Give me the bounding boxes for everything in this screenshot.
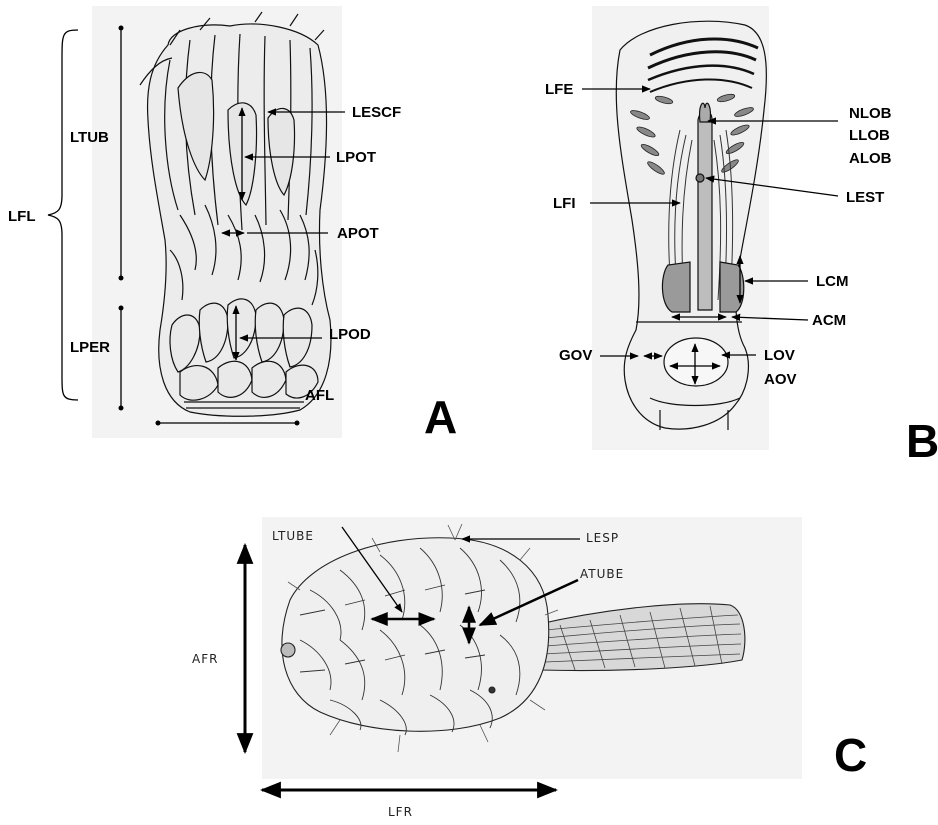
- label-lfr: LFR: [388, 806, 413, 818]
- label-ltub: LTUB: [70, 130, 109, 145]
- label-apot: APOT: [337, 226, 379, 241]
- label-lest: LEST: [846, 190, 884, 205]
- label-afl: AFL: [305, 388, 334, 403]
- stigma-lobes: [700, 103, 711, 122]
- label-lfe: LFE: [545, 82, 573, 97]
- label-acm: ACM: [812, 313, 846, 328]
- label-aov: AOV: [764, 372, 797, 387]
- panel-letter-b: B: [906, 418, 938, 464]
- label-lescf: LESCF: [352, 105, 401, 120]
- label-gov: GOV: [559, 348, 592, 363]
- panel-letter-c: C: [834, 732, 867, 778]
- label-lper: LPER: [70, 340, 110, 355]
- floral-remnant: [535, 604, 745, 671]
- section-drawing: [616, 21, 766, 430]
- label-alob: ALOB: [849, 151, 892, 166]
- label-lpot: LPOT: [336, 150, 376, 165]
- label-atube: ATUBE: [580, 568, 624, 580]
- label-llob: LLOB: [849, 128, 890, 143]
- label-lfl: LFL: [8, 209, 36, 224]
- panel-letter-a: A: [424, 394, 457, 440]
- acm-pointer: [732, 317, 808, 320]
- label-afr: AFR: [192, 653, 218, 665]
- label-lcm: LCM: [816, 274, 849, 289]
- label-lfi: LFI: [553, 196, 576, 211]
- fruit-body: [282, 538, 549, 732]
- label-lov: LOV: [764, 348, 795, 363]
- fruit-drawing: [281, 524, 745, 752]
- label-nlob: NLOB: [849, 106, 892, 121]
- label-lesp: LESP: [586, 532, 619, 544]
- label-ltube: LTUBE: [272, 530, 314, 542]
- label-lpod: LPOD: [329, 327, 371, 342]
- ovary: [664, 338, 728, 386]
- style: [698, 111, 712, 310]
